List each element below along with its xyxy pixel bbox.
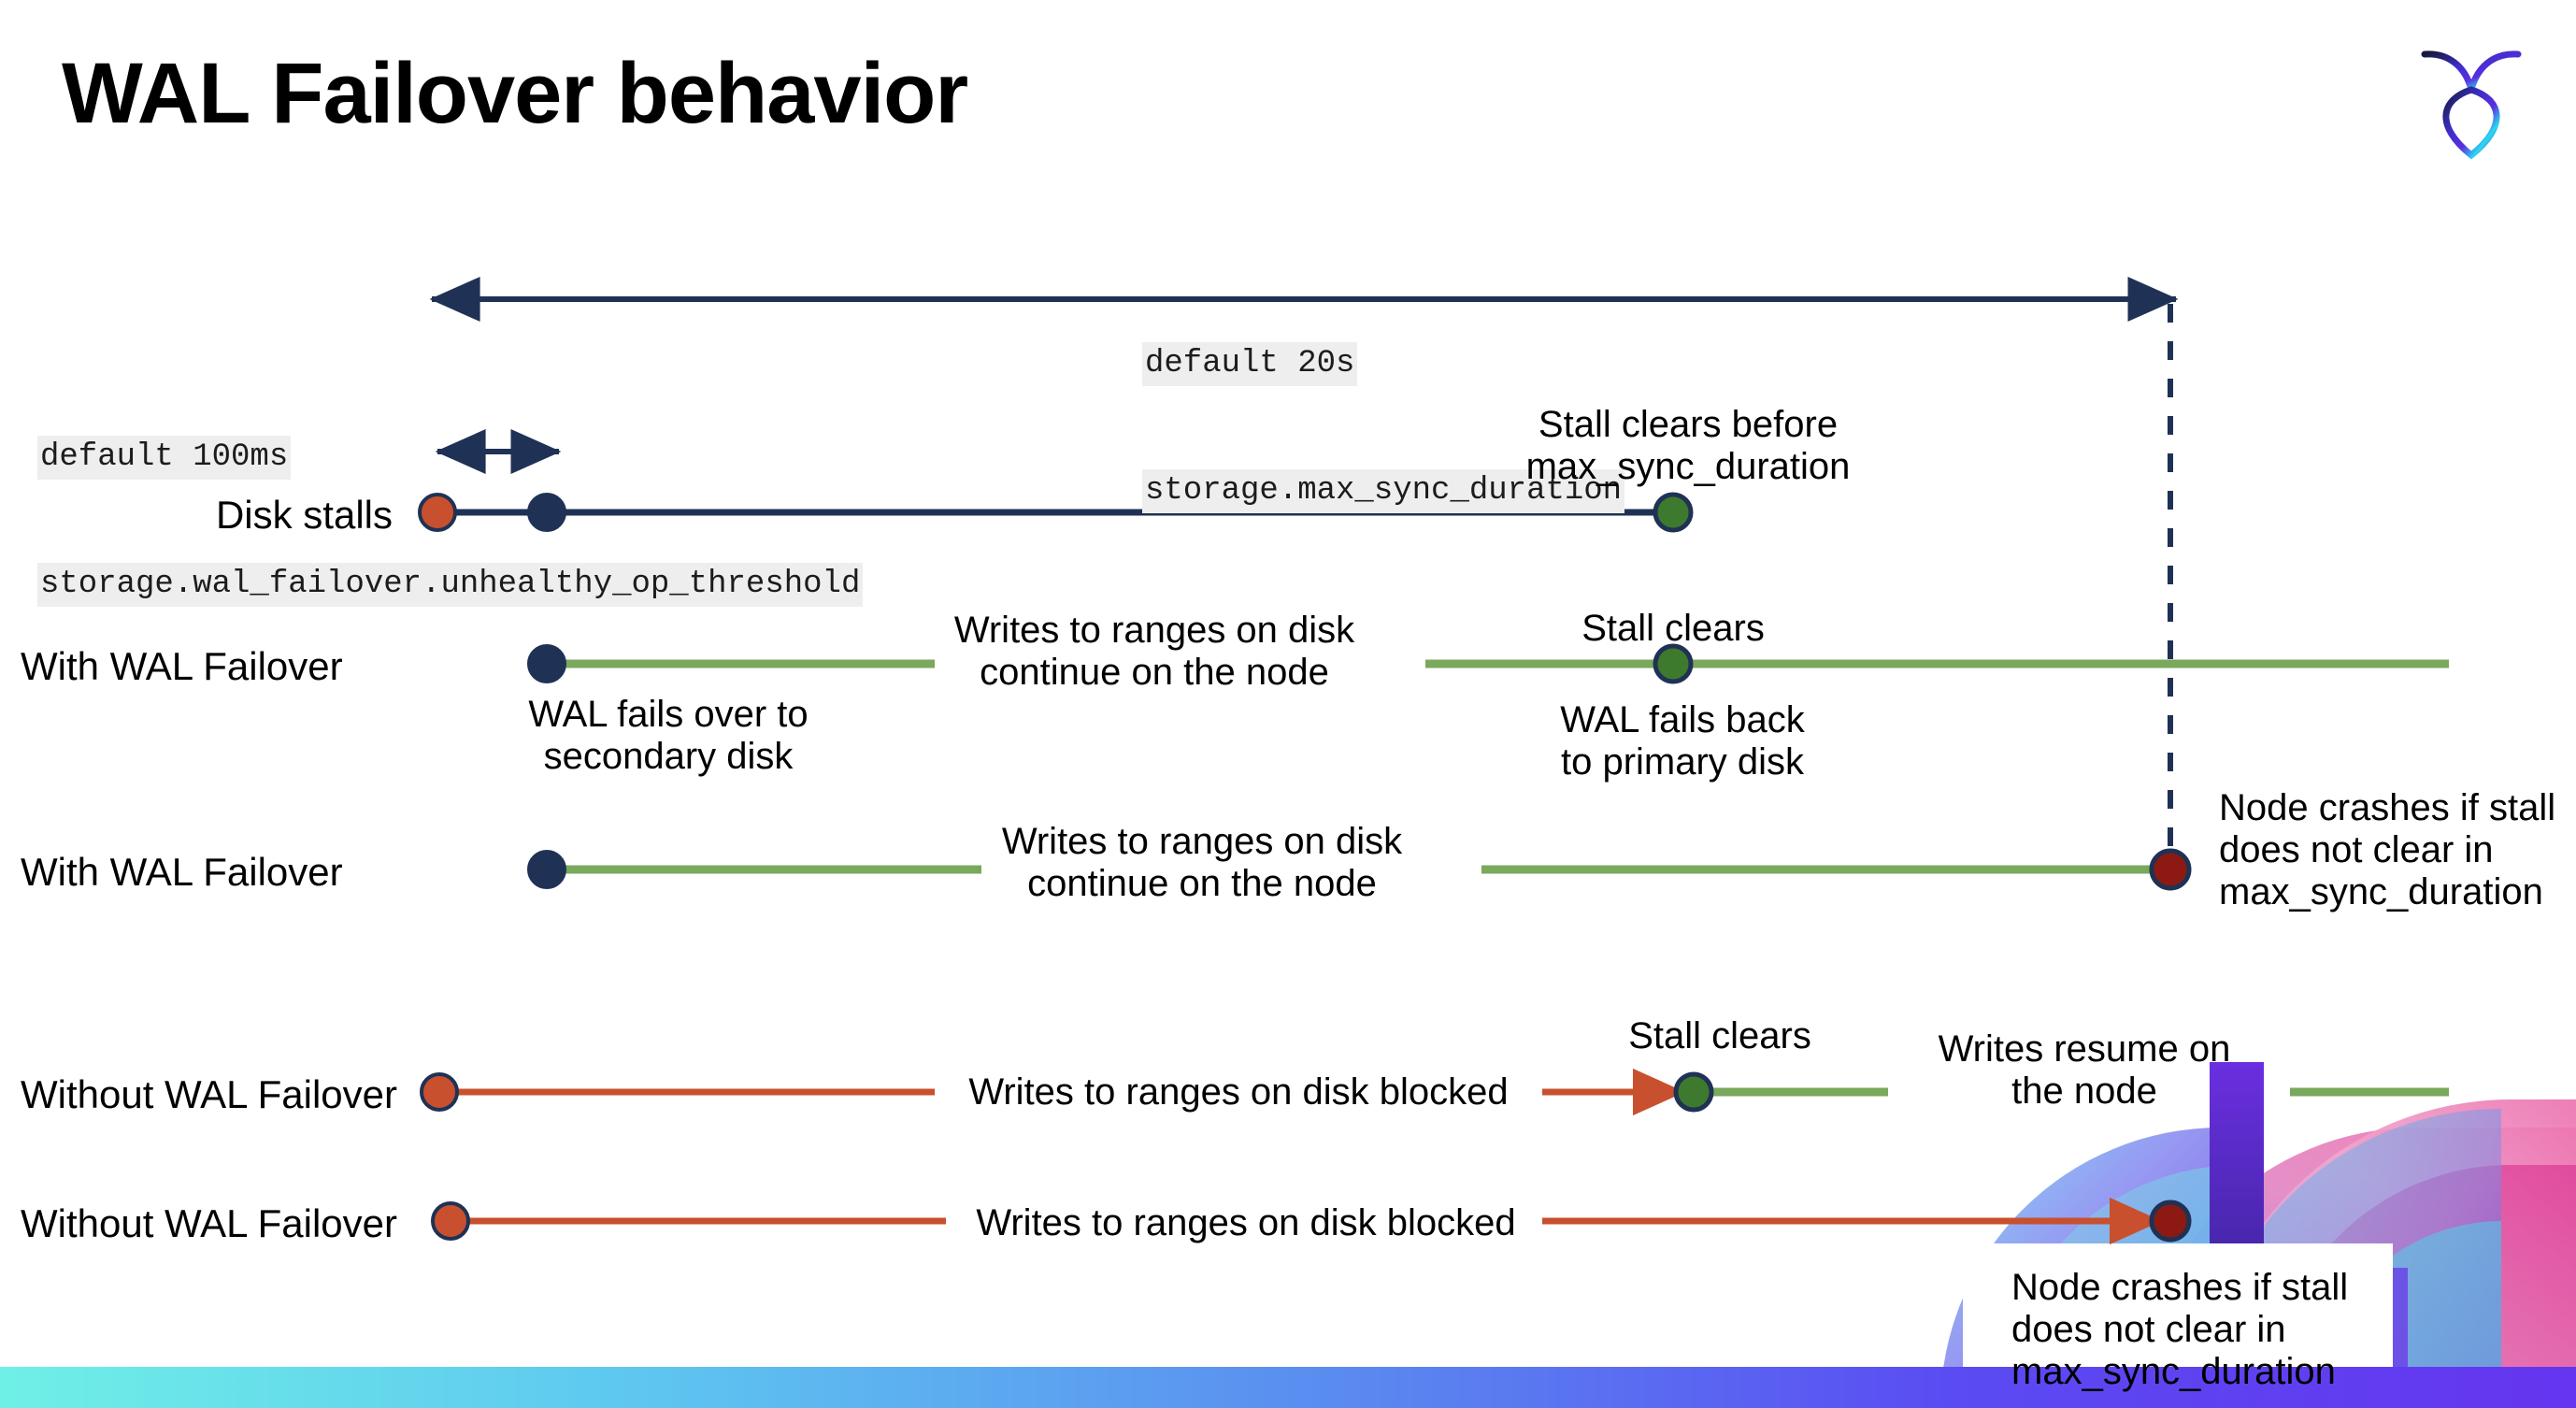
note-writes-continue-row3: Writes to ranges on disk continue on the… [1001,821,1403,905]
bottom-gradient-bar [0,1367,2576,1408]
marker-node-crash [2149,848,2192,891]
unhealthy-threshold-setting-name: storage.wal_failover.unhealthy_op_thresh… [37,563,864,608]
marker-stall-begins [431,1201,470,1241]
note-stall-clears-before-max-sync: Stall clears before max_sync_duration [1525,404,1851,488]
marker-stall-begins [418,493,457,532]
note-stall-clears-row2: Stall clears [1581,608,1765,649]
row-label-with-wal-failover-clears: With WAL Failover [21,644,343,688]
row-label-without-wal-failover-crash: Without WAL Failover [21,1201,397,1245]
note-wal-fails-over-secondary: WAL fails over to secondary disk [528,694,809,778]
note-writes-blocked-row4: Writes to ranges on disk blocked [968,1071,1509,1113]
row-label-with-wal-failover-crash: With WAL Failover [21,850,343,894]
marker-stall-clears [1653,492,1694,533]
note-stall-clears-row4: Stall clears [1628,1015,1811,1056]
marker-failover-threshold [527,644,566,683]
unhealthy-threshold-default-text: default 100ms [37,435,292,480]
note-writes-continue-row2: Writes to ranges on disk continue on the… [953,610,1355,694]
marker-stall-clears [1673,1071,1714,1113]
marker-stall-clears [1653,643,1694,684]
timeline-row-without-wal-failover-clears [420,1068,2449,1116]
note-wal-fails-back-primary: WAL fails back to primary disk [1560,699,1805,783]
note-writes-blocked-row5: Writes to ranges on disk blocked [976,1202,1516,1243]
row-label-without-wal-failover-clears: Without WAL Failover [21,1072,397,1116]
page-title: WAL Failover behavior [62,46,968,141]
note-node-crashes-row5: Node crashes if stall does not clear in … [2011,1267,2349,1393]
timeline-row-with-wal-failover-crash [527,848,2192,891]
timeline-row-without-wal-failover-crash [431,1197,2192,1245]
marker-stall-begins [420,1072,459,1112]
marker-failover-threshold [527,850,566,889]
max-sync-duration-annotation: default 20s storage.max_sync_duration [1142,258,1625,597]
row-label-disk-stalls: Disk stalls [215,493,393,537]
timeline-row-with-wal-failover-clears [527,643,2449,684]
unhealthy-op-threshold-annotation: default 100ms storage.wal_failover.unhea… [37,352,864,691]
note-writes-resume-row4: Writes resume on the node [1938,1028,2231,1113]
marker-node-crash [2149,1200,2192,1243]
note-node-crashes-row3: Node crashes if stall does not clear in … [2219,787,2556,913]
max-sync-setting-name: storage.max_sync_duration [1142,469,1625,514]
marker-failover-threshold [527,493,566,532]
cockroachdb-logo-icon [2421,50,2522,160]
max-sync-default-text: default 20s [1142,341,1358,386]
